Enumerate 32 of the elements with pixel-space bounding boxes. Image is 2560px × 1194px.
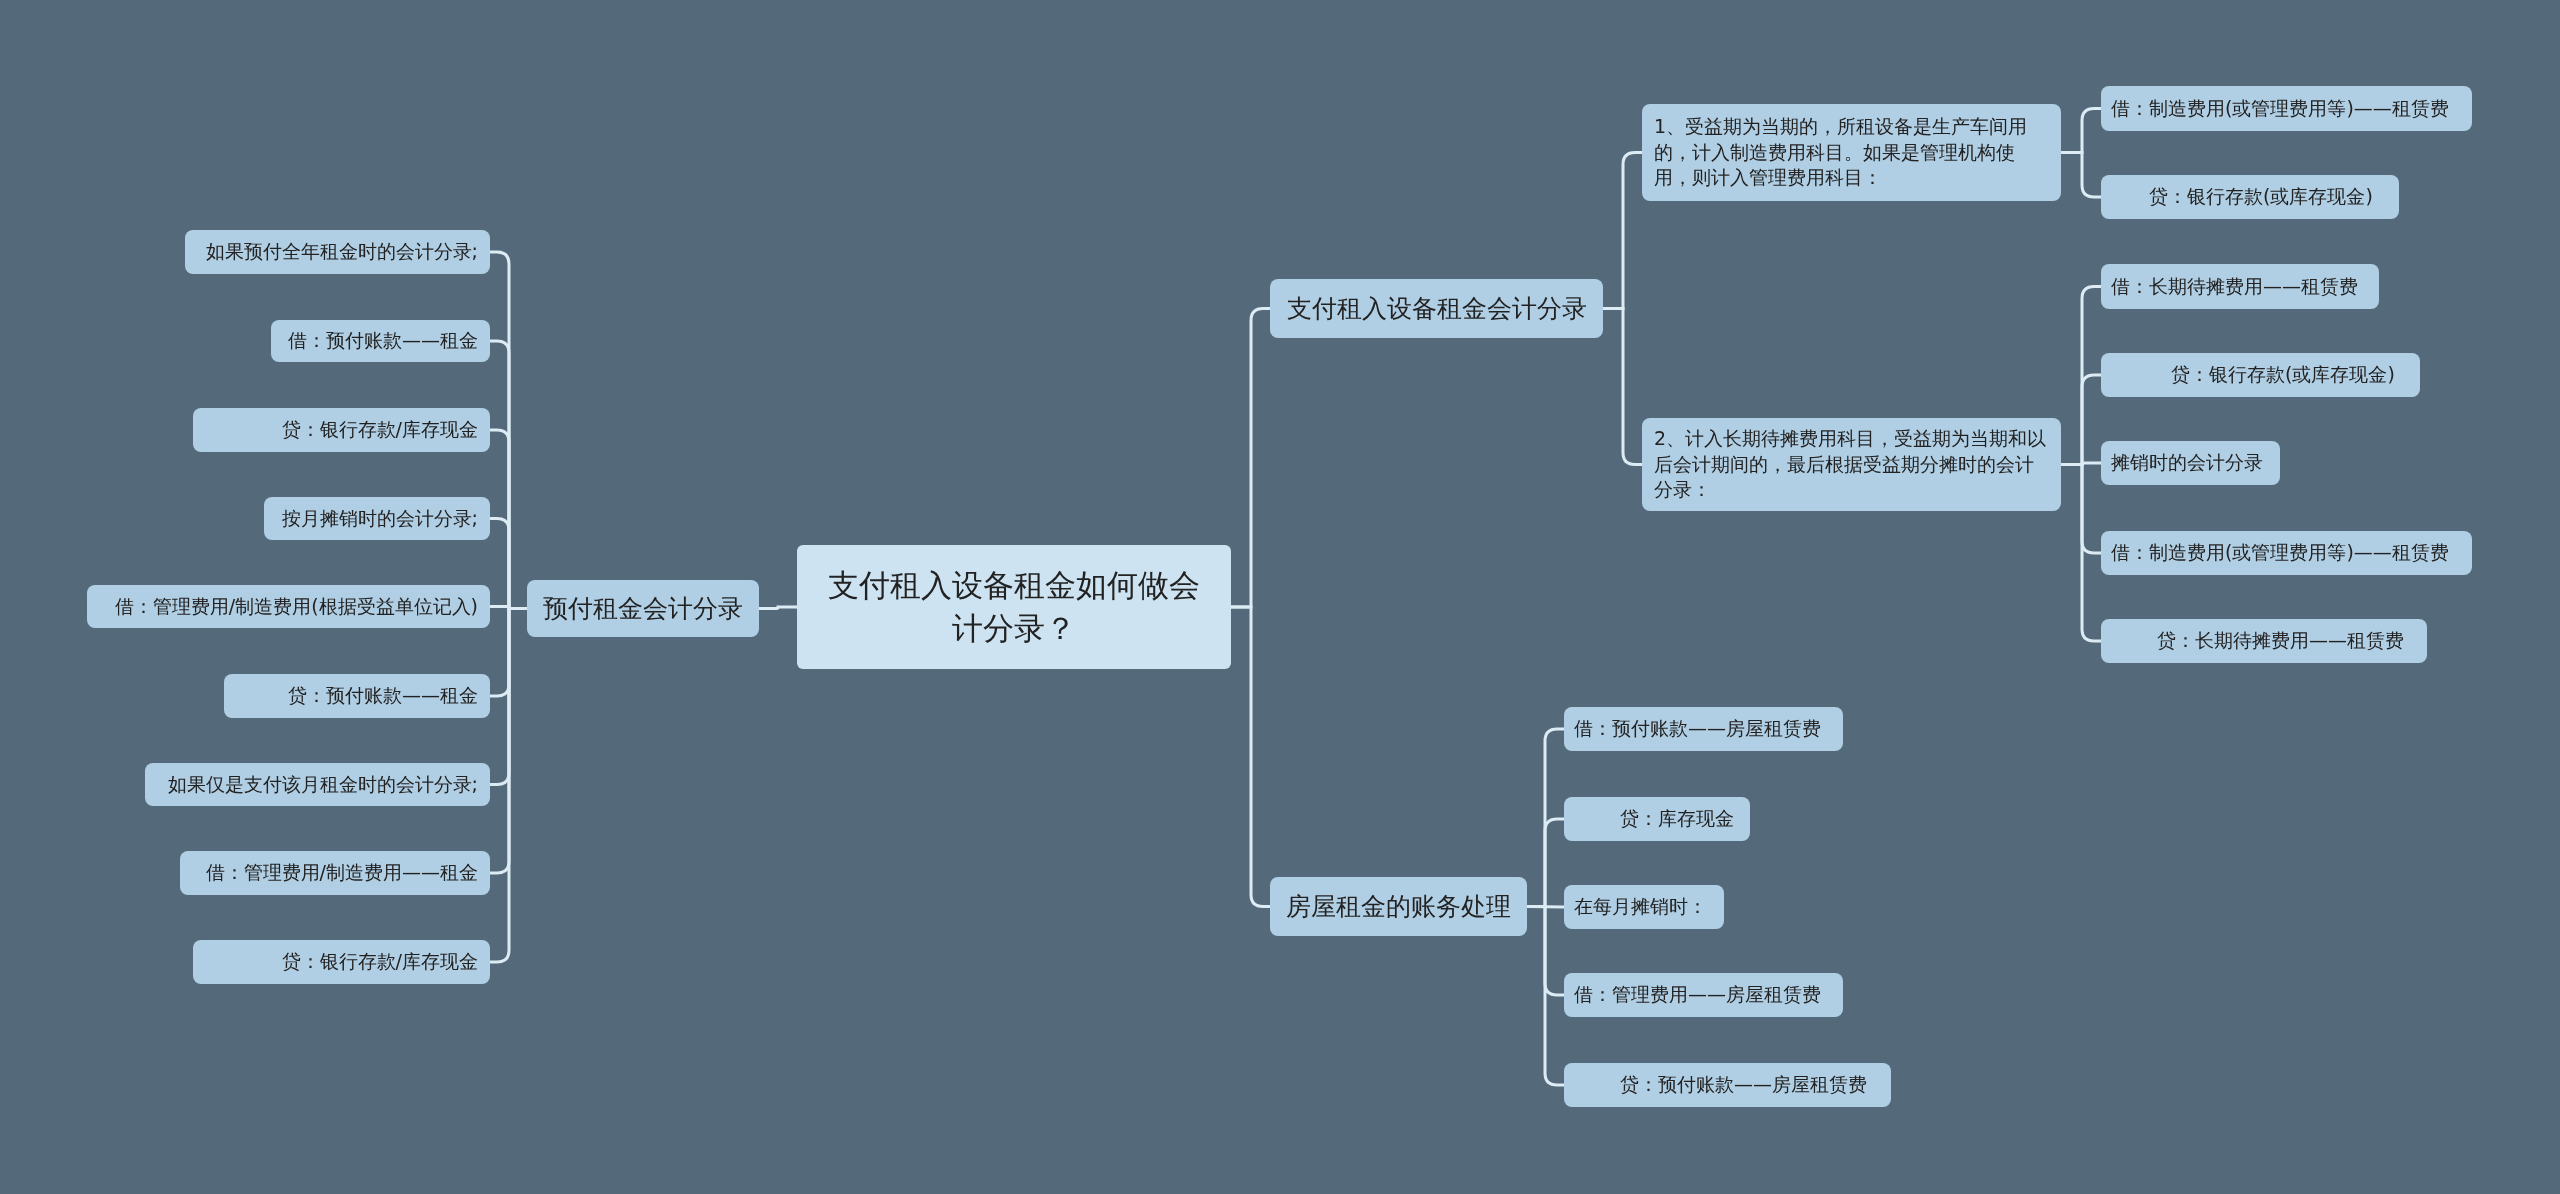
entry-box: 借：管理费用/制造费用(根据受益单位记入) [87, 585, 490, 628]
connector-line [1527, 905, 1564, 1087]
entry-box: 借：预付账款——租金 [271, 320, 490, 362]
entry-box: 贷：银行存款/库存现金 [193, 940, 490, 984]
entry-box: 贷：银行存款(或库存现金) [2101, 175, 2399, 219]
entry-box: 贷：预付账款——租金 [224, 674, 490, 718]
entry-box: 如果仅是支付该月租金时的会计分录; [145, 763, 490, 806]
entry-box: 按月摊销时的会计分录; [264, 497, 490, 540]
entry-box: 借：预付账款——房屋租赁费 [1564, 707, 1843, 751]
entry-box: 借：管理费用——房屋租赁费 [1564, 973, 1843, 1017]
entry-box: 贷：长期待摊费用——租赁费 [2101, 619, 2427, 663]
entry-box: 在每月摊销时： [1564, 885, 1724, 929]
entry-box: 摊销时的会计分录 [2101, 441, 2280, 485]
subtopic-box: 2、计入长期待摊费用科目，受益期为当期和以后会计期间的，最后根据受益期分摊时的会计分录： [1642, 418, 2061, 511]
entry-box: 贷：银行存款/库存现金 [193, 408, 490, 452]
central-topic: 支付租入设备租金如何做会计分录？ [797, 545, 1231, 669]
branch-topic: 预付租金会计分录 [527, 580, 759, 637]
entry-box: 贷：预付账款——房屋租赁费 [1564, 1063, 1891, 1107]
entry-box: 贷：银行存款(或库存现金) [2101, 353, 2420, 397]
subtopic-box: 1、受益期为当期的，所租设备是生产车间用的，计入制造费用科目。如果是管理机构使用，则计入管理费用科目： [1642, 104, 2061, 201]
connector-line [1231, 605, 1270, 908]
entry-box: 如果预付全年租金时的会计分录; [185, 230, 490, 274]
entry-box: 借：长期待摊费用——租赁费 [2101, 264, 2379, 309]
entry-box: 借：制造费用(或管理费用等)——租赁费 [2101, 86, 2472, 131]
connector-line [759, 605, 797, 610]
entry-box: 贷：库存现金 [1564, 797, 1750, 841]
connector-line [2061, 151, 2101, 199]
branch-topic: 支付租入设备租金会计分录 [1270, 279, 1603, 338]
branch-topic: 房屋租金的账务处理 [1270, 877, 1527, 936]
connector-line [2061, 463, 2101, 643]
entry-box: 借：管理费用/制造费用——租金 [180, 851, 490, 895]
entry-box: 借：制造费用(或管理费用等)——租赁费 [2101, 531, 2472, 575]
